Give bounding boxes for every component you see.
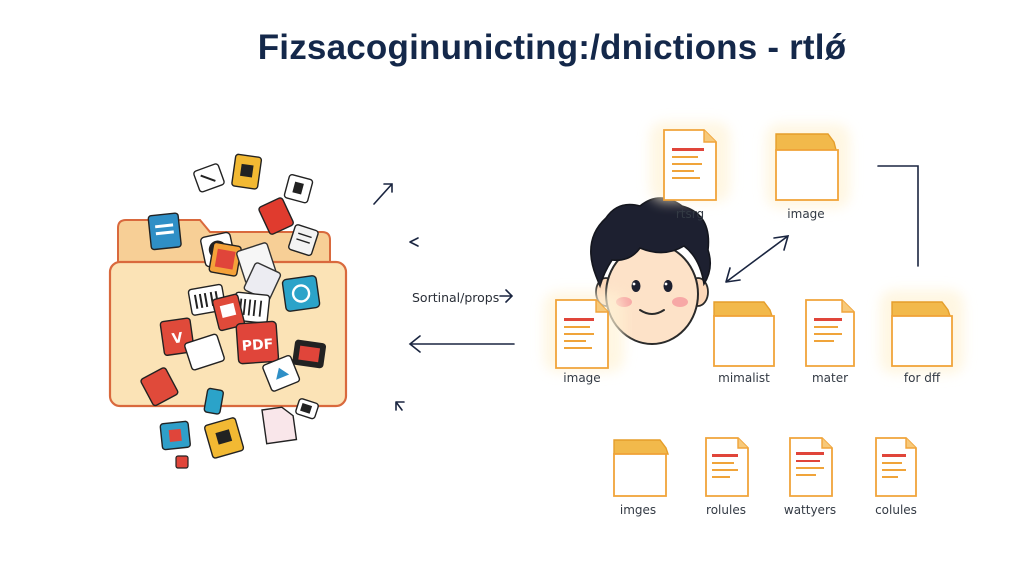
file-label-rtsrg: rtsrg: [675, 207, 705, 221]
file-icon: [204, 417, 245, 459]
pdf-label: PDF: [241, 336, 273, 354]
arrow-small-left: [409, 237, 419, 247]
arrow-long-left: [408, 335, 515, 353]
file-icon: [283, 173, 314, 204]
file-icon: [262, 354, 301, 392]
pdf-icon: PDF: [235, 320, 280, 365]
file-icon: [281, 275, 321, 312]
file-icon: [203, 387, 224, 415]
file-label-image-left: image: [563, 371, 601, 385]
file-label-mimalist: mimalist: [718, 371, 770, 385]
file-icon: [211, 293, 246, 332]
file-icon: [288, 224, 319, 257]
arrow-small-upleft: [395, 401, 405, 411]
file-label-image-top: image: [787, 207, 825, 221]
folder-icon-imges: [613, 439, 669, 497]
elbow-line: [877, 165, 919, 267]
file-icon: [261, 406, 298, 445]
file-v-label: V: [171, 330, 184, 347]
doc-icon-wattyers: [789, 437, 833, 497]
file-label-rolules: rolules: [706, 503, 746, 517]
scattered-files: V PDF: [140, 153, 327, 469]
connector-arrows: [373, 165, 919, 411]
file-icon: [258, 197, 294, 235]
doc-icon-mater: [805, 299, 855, 367]
sorting-label: Sortinal/props: [412, 290, 500, 305]
file-icon: [159, 420, 191, 451]
arrow-up-right: [373, 183, 393, 205]
file-icon: [292, 339, 327, 369]
file-icon: [231, 153, 263, 190]
file-icon: [147, 212, 182, 251]
doc-icon-rtsrg: [650, 122, 730, 202]
file-icon: [193, 163, 225, 193]
doc-icon-image-left: [544, 292, 624, 372]
folder-icon-for-dff: [880, 290, 964, 374]
file-label-wattyers: wattyers: [783, 503, 837, 517]
folder-icon-image-top: [766, 124, 850, 208]
page-title: Fizsacoginunicting:/dnictions - rtlǿ: [257, 28, 847, 67]
arrow-diagonal-double: [725, 235, 790, 283]
file-label-for-dff: for dff: [903, 371, 941, 385]
file-icon: [140, 367, 179, 407]
file-icon: [295, 398, 319, 420]
doc-icon-rolules: [705, 437, 749, 497]
file-label-colules: colules: [875, 503, 917, 517]
arrow-right: [499, 289, 514, 303]
folder-icon-mimalist: [713, 301, 775, 367]
file-label-imges: imges: [619, 503, 657, 517]
doc-icon-colules: [875, 437, 917, 497]
file-icon: [175, 455, 189, 469]
file-icon: [208, 241, 242, 277]
file-icon: [184, 333, 225, 371]
file-label-mater: mater: [811, 371, 849, 385]
